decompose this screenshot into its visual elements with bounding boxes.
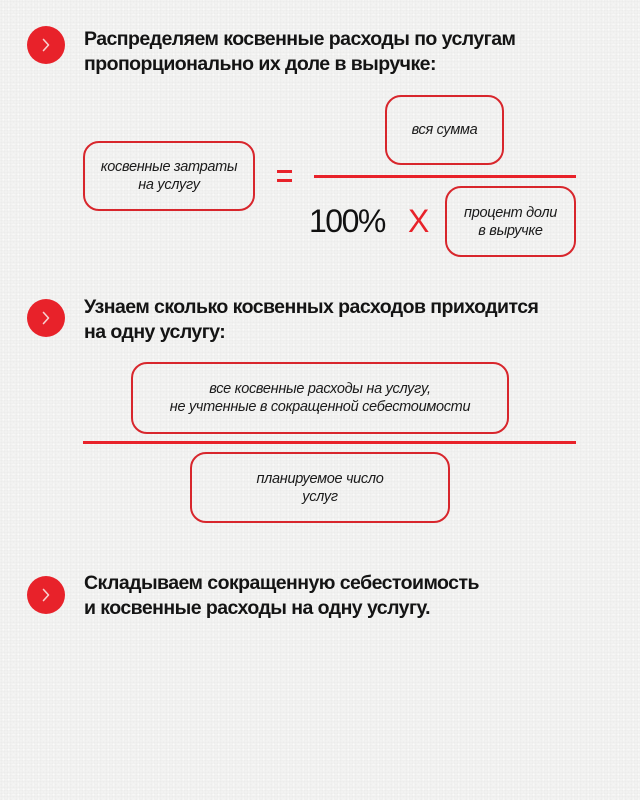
indirect-cost-per-service-box: косвенные затраты на услугу [83, 141, 255, 211]
step-3-heading: Складываем сокращенную себестоимость и к… [84, 572, 479, 619]
step-1-badge [27, 26, 65, 64]
step-3-badge [27, 576, 65, 614]
unaccounted-indirect-costs-box: все косвенные расходы на услугу, не учте… [131, 362, 509, 434]
chevron-right-icon [42, 38, 50, 52]
fraction-line-1 [314, 175, 576, 178]
revenue-share-percent-box: процент доли в выручке [445, 186, 576, 257]
step-2-badge [27, 299, 65, 337]
step-1-heading: Распределяем косвенные расходы по услуга… [84, 28, 516, 75]
step-2-heading: Узнаем сколько косвенных расходов приход… [84, 296, 539, 343]
planned-service-count-box: планируемое число услуг [190, 452, 450, 523]
total-sum-box: вся сумма [385, 95, 504, 165]
hundred-percent: 100% [309, 203, 386, 239]
fraction-line-2 [83, 441, 576, 444]
multiply-sign: X [408, 203, 430, 239]
equals-sign [277, 170, 292, 182]
chevron-right-icon [42, 311, 50, 325]
chevron-right-icon [42, 588, 50, 602]
